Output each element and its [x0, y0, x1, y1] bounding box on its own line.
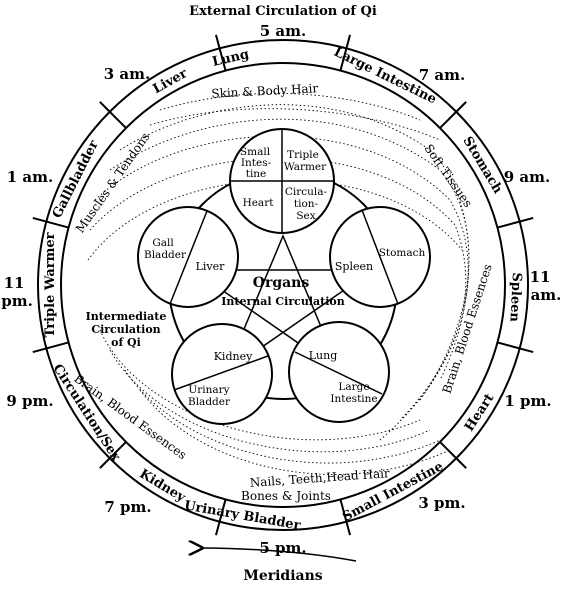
- tissue-bones: Bones & Joints: [241, 489, 331, 503]
- intermediate-line3: of Qi: [111, 336, 141, 349]
- segment-divider: [497, 216, 534, 229]
- center-internal-label: Internal Circulation: [221, 295, 344, 308]
- organ-kidney-group: [171, 323, 273, 425]
- organ-urinary-1: Urinary: [188, 384, 229, 396]
- segment-divider: [339, 499, 352, 536]
- time-11pm-num: 11: [4, 274, 25, 292]
- organ-kidney: Kidney: [214, 350, 253, 363]
- organ-circulation-3: Sex: [296, 210, 315, 222]
- organ-circulation-2: tion-: [294, 198, 319, 210]
- center-organs-label: Organs: [253, 275, 310, 291]
- organ-spleen-group: [329, 206, 431, 308]
- tissue-skin: Skin & Body Hair: [211, 81, 319, 101]
- organ-gall-2: Bladder: [144, 249, 187, 261]
- time-7am: 7 am.: [419, 66, 465, 84]
- organ-small-intestine-2: Intes-: [241, 157, 272, 169]
- time-1pm: 1 pm.: [504, 392, 551, 410]
- time-1am: 1 am.: [7, 168, 53, 186]
- organ-disc-bottom-right: [288, 321, 390, 423]
- segment-divider: [439, 101, 467, 129]
- segment-dividers: [32, 34, 534, 536]
- organ-lung-group: [288, 321, 390, 423]
- time-11am-suffix: am.: [531, 286, 562, 304]
- organ-disc-bottom-left: [171, 323, 273, 425]
- time-3pm: 3 pm.: [418, 494, 465, 512]
- organ-liver-group: [137, 206, 239, 308]
- segment-divider: [339, 34, 352, 71]
- segment-divider: [99, 441, 127, 469]
- organ-large-intestine-2: Intestine: [330, 393, 377, 405]
- meridians-arrow: [202, 548, 357, 562]
- diagram-title: External Circulation of Qi: [189, 4, 377, 19]
- ring-label-spleen: Spleen: [506, 272, 524, 323]
- organ-urinary-2: Bladder: [188, 396, 231, 408]
- organ-heart-group: [229, 128, 335, 234]
- organ-gall-1: Gall: [152, 237, 174, 249]
- organ-lung: Lung: [309, 349, 338, 362]
- organ-heart: Heart: [243, 197, 275, 209]
- segment-divider: [214, 34, 227, 71]
- tissue-nails: Nails, Teeth,Head Hair: [249, 466, 390, 490]
- organ-small-intestine-3: tine: [246, 168, 267, 180]
- intermediate-line2: Circulation: [91, 323, 160, 336]
- inner-ring: [60, 62, 506, 508]
- segment-divider: [32, 216, 69, 229]
- organ-liver: Liver: [196, 260, 226, 273]
- time-5am: 5 am.: [260, 22, 306, 40]
- segment-divider: [214, 499, 227, 536]
- segment-divider: [32, 341, 69, 354]
- organ-circulation-1: Circula-: [285, 186, 328, 198]
- time-9am: 9 am.: [504, 168, 550, 186]
- time-3am: 3 am.: [104, 65, 150, 83]
- organ-spleen: Spleen: [335, 260, 373, 273]
- time-11pm-suffix: pm.: [1, 292, 33, 310]
- time-9pm: 9 pm.: [6, 392, 53, 410]
- intermediate-line1: Intermediate: [86, 310, 167, 323]
- organ-triple-warmer-2: Warmer: [284, 161, 327, 173]
- qi-flow-lines: [87, 92, 470, 475]
- segment-divider: [439, 441, 467, 469]
- ring-label-liver: Liver: [151, 66, 191, 97]
- ring-label-triple-warmer: Triple Warmer: [43, 232, 58, 337]
- meridians-label: Meridians: [243, 568, 322, 584]
- time-5pm: 5 pm.: [259, 539, 306, 557]
- segment-divider: [497, 341, 534, 354]
- time-11am-num: 11: [530, 268, 551, 286]
- outer-ring: [37, 39, 529, 531]
- organ-triple-warmer-1: Triple: [287, 149, 319, 161]
- organ-small-intestine-1: Small: [240, 146, 271, 158]
- organ-stomach: Stomach: [379, 247, 426, 259]
- organ-large-intestine-1: Large: [338, 381, 369, 393]
- segment-divider: [99, 101, 127, 129]
- time-7pm: 7 pm.: [104, 498, 151, 516]
